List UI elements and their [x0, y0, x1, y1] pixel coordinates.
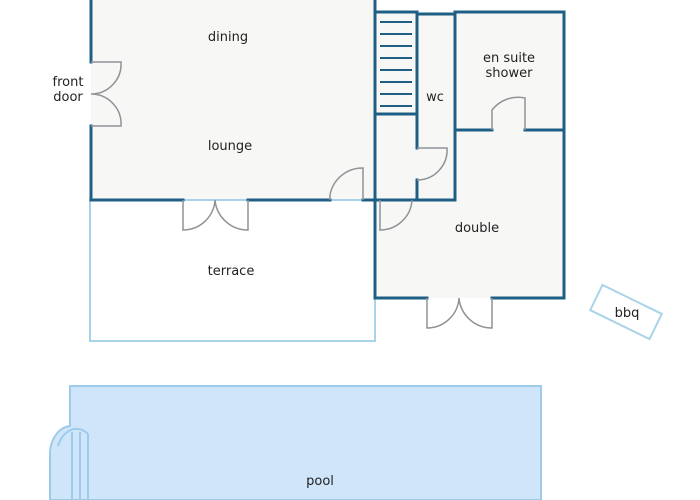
front-door-label-line1: front [53, 75, 84, 90]
front-door-label-line2: door [53, 90, 83, 105]
terrace-label: terrace [208, 264, 255, 279]
double-label: double [455, 221, 499, 236]
terrace-door-swing [182, 199, 249, 231]
pool-area [49, 385, 542, 500]
staircase [380, 21, 412, 107]
lounge-door-swing [329, 167, 364, 200]
en-suite-door-swing [491, 96, 526, 130]
double-floor [375, 130, 564, 298]
lounge-label: lounge [208, 139, 252, 154]
bbq-unit [588, 283, 664, 341]
doors [90, 61, 526, 329]
double-door-swing [379, 199, 413, 231]
en-suite-label-line1: en suite [483, 51, 535, 66]
pool-label: pool [306, 474, 334, 489]
main-room-floor [91, 0, 375, 200]
bbq-label: bbq [615, 306, 640, 321]
double-patio-door-swing [426, 297, 493, 329]
stair-floor [375, 12, 417, 114]
wc-door-swing [416, 147, 448, 181]
walls [89, 0, 566, 300]
pool-steps [57, 427, 89, 500]
en-suite-floor [455, 12, 564, 130]
wc-label: wc [426, 90, 444, 105]
dining-label: dining [208, 30, 248, 45]
en-suite-label-line2: shower [486, 66, 534, 81]
front-door-swing [90, 61, 122, 127]
